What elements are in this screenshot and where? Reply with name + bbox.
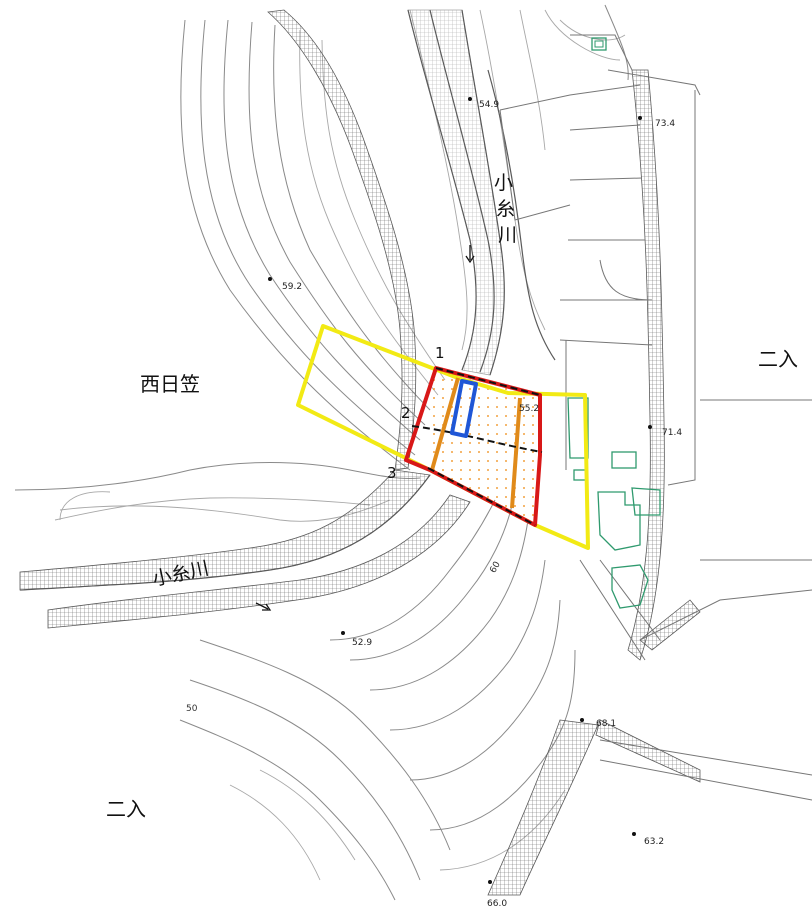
river-label-char-1: 小 (494, 172, 513, 194)
cross-section-1 (435, 367, 541, 396)
cross-section-3 (427, 467, 536, 526)
place-label-nishihigasa: 西日笠 (140, 372, 200, 396)
spot-height-63-2: 63.2 (644, 837, 664, 847)
section-number-1: 1 (435, 344, 445, 362)
inner-line-west (430, 377, 460, 471)
contour-label-50: 50 (186, 704, 198, 714)
section-number-2: 2 (401, 404, 411, 422)
contour-label-60: 60 (488, 560, 503, 575)
river-label-vertical: 小 糸 川 (494, 172, 517, 246)
flow-arrows (255, 245, 475, 611)
place-label-futairi-southwest: 二入 (106, 797, 146, 821)
section-number-3: 3 (387, 464, 397, 482)
spot-height-71-4: 71.4 (662, 428, 682, 438)
spot-height-labels: 54.9 73.4 59.2 55.2 71.4 52.9 68.1 63.2 … (282, 100, 682, 909)
study-area (296, 324, 590, 550)
river-north (407, 9, 556, 376)
spot-height-73-4: 73.4 (655, 119, 675, 129)
spot-height-68-1: 68.1 (596, 719, 616, 729)
road-network (487, 34, 812, 896)
spot-height-dots (268, 97, 652, 884)
channel-box (450, 379, 478, 438)
inner-line-east (510, 397, 522, 509)
cross-section-2 (411, 425, 543, 453)
river-label-char-2: 糸 (496, 198, 515, 220)
place-label-futairi-east: 二入 (758, 347, 798, 371)
spot-height-59-2: 59.2 (282, 282, 302, 292)
spot-height-52-9: 52.9 (352, 638, 372, 648)
spot-height-54-9: 54.9 (479, 100, 499, 110)
right-down-arrow-icon (255, 602, 272, 611)
river-label-char-3: 川 (498, 224, 517, 246)
down-arrow-icon (465, 245, 475, 264)
spot-height-66-0: 66.0 (487, 899, 507, 909)
river-south (19, 469, 471, 629)
buildings (567, 37, 661, 609)
west-embankment (267, 9, 417, 471)
spot-height-55-2: 55.2 (519, 404, 539, 414)
